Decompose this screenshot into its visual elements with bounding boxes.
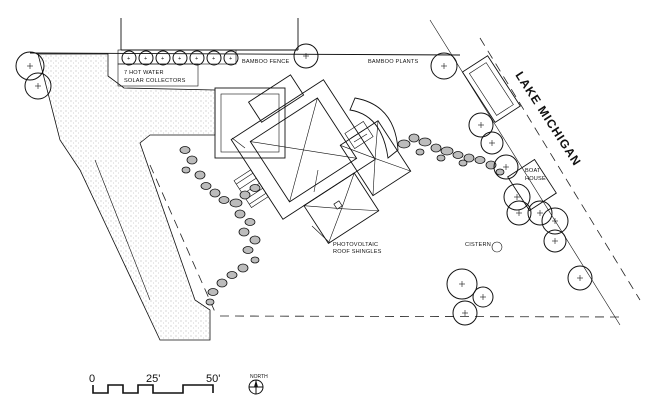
tree-symbol-icon bbox=[480, 131, 504, 155]
tree-symbol-icon bbox=[468, 112, 494, 138]
boat-house-label-line1: BOAT bbox=[525, 168, 541, 174]
tree-symbol-icon bbox=[541, 207, 569, 235]
driveway bbox=[37, 53, 216, 341]
tree-symbol-icon bbox=[293, 43, 319, 69]
lake-label: LAKE MICHIGAN bbox=[512, 69, 583, 169]
tree-symbol-icon bbox=[472, 286, 494, 308]
north-arrow-icon: NORTH bbox=[248, 374, 268, 395]
cistern: CISTERN bbox=[465, 241, 503, 253]
scale-label-25: 25' bbox=[146, 373, 160, 385]
svg-text:+: + bbox=[195, 56, 198, 62]
trees bbox=[15, 43, 593, 326]
tree-symbol-icon bbox=[493, 154, 519, 180]
boat-house-label-line2: HOUSE bbox=[525, 176, 546, 182]
solar-collectors: + + + + + + + 7 HOT WATER SOLAR COLLECTO… bbox=[117, 49, 239, 87]
scale-label-50: 50' bbox=[206, 373, 220, 385]
tree-symbol-icon bbox=[543, 229, 567, 253]
svg-text:+: + bbox=[161, 56, 164, 62]
tree-symbol-icon bbox=[452, 300, 478, 326]
svg-text:+: + bbox=[178, 56, 181, 62]
tree-symbol-icon bbox=[430, 52, 458, 80]
stone-path-east bbox=[397, 133, 505, 176]
svg-text:+: + bbox=[144, 56, 147, 62]
bamboo-fence-label: BAMBOO FENCE bbox=[242, 59, 290, 65]
tree-symbol-icon bbox=[567, 265, 593, 291]
pv-label-line1: PHOTOVOLTAIC bbox=[333, 242, 378, 248]
pv-label-line2: ROOF SHINGLES bbox=[333, 249, 382, 255]
scale-label-0: 0 bbox=[89, 373, 95, 385]
svg-text:+: + bbox=[229, 56, 232, 62]
svg-text:+: + bbox=[212, 56, 215, 62]
cistern-label: CISTERN bbox=[465, 242, 491, 248]
bamboo-plants-label: BAMBOO PLANTS bbox=[368, 59, 419, 65]
tree-symbol-icon bbox=[506, 200, 532, 226]
tree-symbol-icon bbox=[24, 72, 52, 100]
solar-label-line2: SOLAR COLLECTORS bbox=[124, 78, 186, 84]
scale-bar: 0 25' 50' bbox=[89, 373, 220, 394]
tree-symbol-icon bbox=[446, 268, 478, 300]
solar-label-line1: 7 HOT WATER bbox=[124, 70, 164, 76]
tree-symbol-icon bbox=[503, 183, 531, 211]
tree-symbol-icon bbox=[15, 51, 45, 81]
stone-path-west bbox=[179, 146, 261, 306]
svg-text:+: + bbox=[127, 56, 130, 62]
tree-symbol-icon bbox=[527, 200, 553, 226]
house bbox=[214, 74, 412, 245]
boat-house: BOAT HOUSE bbox=[461, 55, 557, 212]
north-label: NORTH bbox=[250, 374, 268, 380]
